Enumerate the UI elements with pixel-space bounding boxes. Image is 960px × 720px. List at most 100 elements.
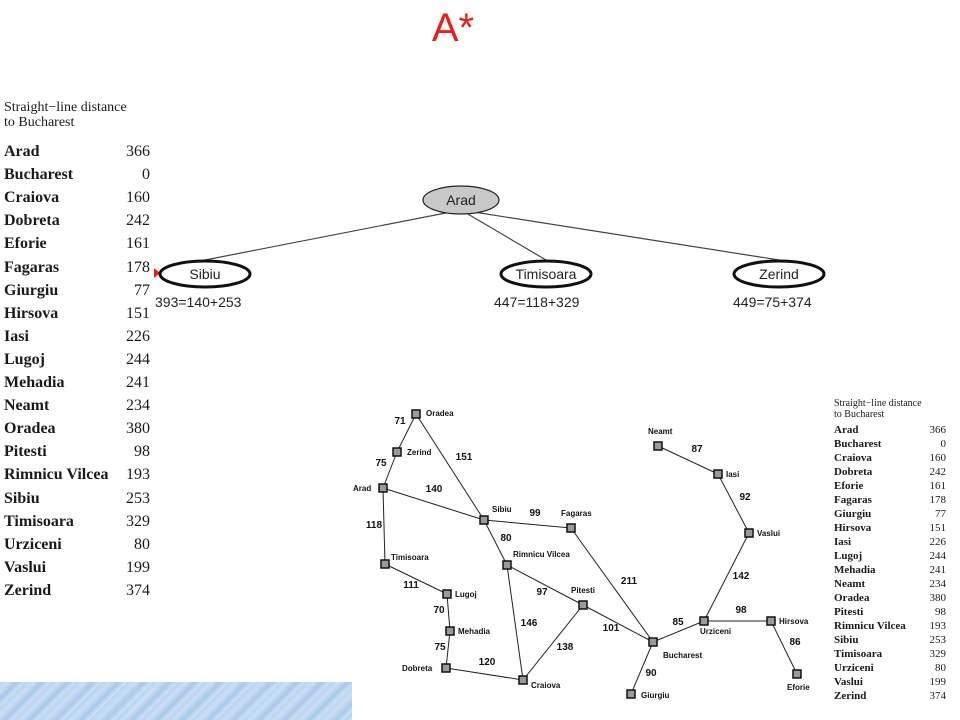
sld-left-city: Mehadia xyxy=(4,374,65,391)
tree-child-fvalue: 449=75+374 xyxy=(733,294,812,310)
sld-left-distance: 241 xyxy=(126,374,150,391)
map-road-distance: 90 xyxy=(645,668,657,679)
sld-right-city: Giurgiu xyxy=(834,508,872,520)
sld-left-distance: 253 xyxy=(126,489,150,507)
sld-right-city: Oradea xyxy=(834,592,870,604)
map-city-label: Rimnicu Vilcea xyxy=(513,550,570,559)
map-road-distance: 87 xyxy=(691,444,703,455)
map-city-node xyxy=(392,447,402,457)
map-road-distance: 101 xyxy=(603,623,620,634)
map-road-distance: 85 xyxy=(672,617,684,628)
sld-table-right: Straight−line distance to Bucharest Arad… xyxy=(834,398,946,704)
map-road xyxy=(717,473,750,534)
sld-left-city: Fagaras xyxy=(4,258,60,276)
sld-left-distance: 77 xyxy=(134,281,150,299)
map-city-label: Hirsova xyxy=(779,617,809,626)
sld-right-city: Pitesti xyxy=(834,606,864,618)
sld-left-distance: 178 xyxy=(126,258,150,276)
sld-left-distance: 380 xyxy=(126,420,150,438)
map-road xyxy=(582,604,654,643)
sld-left-city: Eforie xyxy=(4,235,47,253)
map-city-label: Iasi xyxy=(726,470,739,479)
sld-right-row: Bucharest 0 xyxy=(834,437,946,451)
map-city-node xyxy=(566,523,576,533)
sld-right-distance: 366 xyxy=(929,424,947,436)
sld-left-city: Sibiu xyxy=(4,489,40,507)
sld-right-city: Mehadia xyxy=(834,564,876,576)
sld-left-city: Iasi xyxy=(4,327,29,345)
map-city-node xyxy=(648,637,658,647)
sld-right-city: Urziceni xyxy=(834,662,874,674)
map-city-node xyxy=(441,663,451,673)
map-road-distance: 120 xyxy=(479,657,496,668)
sld-left-row: Lugoj 244 xyxy=(4,348,150,371)
sld-left-distance: 226 xyxy=(126,327,150,345)
map-city-label: Timisoara xyxy=(391,553,429,562)
sld-right-distance: 193 xyxy=(929,620,947,632)
map-road xyxy=(703,532,750,622)
tree-root-node xyxy=(422,185,500,215)
map-road-distance: 140 xyxy=(426,484,443,495)
sld-right-city: Bucharest xyxy=(834,438,882,450)
sld-left-header-line1: Straight−line distance xyxy=(4,100,127,115)
sld-right-distance: 329 xyxy=(929,648,947,660)
search-tree: AradSibiu393=140+253Timisoara447=118+329… xyxy=(155,185,826,310)
sld-right-distance: 161 xyxy=(929,480,947,492)
map-road-distance: 99 xyxy=(529,508,541,519)
map-road-distance: 138 xyxy=(557,642,574,653)
map-city-label: Eforie xyxy=(787,683,810,692)
sld-left-distance: 161 xyxy=(126,235,150,253)
sld-right-distance: 160 xyxy=(929,452,947,464)
map-road xyxy=(415,413,485,521)
map-road-distance: 146 xyxy=(521,618,538,629)
map-city-node xyxy=(380,559,390,569)
map-road-distance: 118 xyxy=(366,520,383,531)
map-road-distance: 71 xyxy=(394,416,406,427)
map-road xyxy=(657,445,719,475)
sld-right-city: Fagaras xyxy=(834,494,872,506)
sld-right-distance: 80 xyxy=(935,662,946,674)
sld-right-distance: 151 xyxy=(929,522,947,534)
map-city-label: Fagaras xyxy=(561,509,592,518)
sld-left-distance: 244 xyxy=(126,350,150,368)
sld-right-city: Lugoj xyxy=(834,550,863,562)
tree-child-fvalue: 447=118+329 xyxy=(494,294,580,310)
sld-left-distance: 329 xyxy=(126,512,150,530)
sld-left-city: Giurgiu xyxy=(4,281,59,299)
sld-right-city: Rimnicu Vilcea xyxy=(834,620,906,632)
map-road xyxy=(396,413,417,453)
map-city-node xyxy=(502,560,512,570)
sld-right-city: Neamt xyxy=(834,578,866,590)
sld-left-city: Oradea xyxy=(4,420,56,438)
sld-right-city: Vaslui xyxy=(834,676,863,688)
tree-child-node xyxy=(732,259,826,289)
sld-right-distance: 0 xyxy=(940,438,947,450)
sld-left-city: Urziceni xyxy=(4,535,62,553)
map-road-distance: 211 xyxy=(621,576,638,587)
sld-left-row: Eforie 161 xyxy=(4,232,150,255)
map-road-distance: 98 xyxy=(735,605,747,616)
map-road-distance: 151 xyxy=(456,452,473,463)
map-city-label: Pitesti xyxy=(571,586,595,595)
sld-left-distance: 0 xyxy=(142,166,150,184)
sld-left-city: Lugoj xyxy=(4,350,45,368)
sld-left-city: Dobreta xyxy=(4,212,60,230)
sld-left-city: Timisoara xyxy=(4,512,74,530)
map-road xyxy=(445,630,451,669)
sld-left-distance: 160 xyxy=(126,189,150,207)
sld-right-row: Rimnicu Vilcea 193 xyxy=(834,619,946,633)
map-road-distance: 92 xyxy=(739,492,751,503)
map-city-label: Bucharest xyxy=(663,651,702,660)
sld-left-header-line2: to Bucharest xyxy=(4,115,75,130)
sld-right-distance: 199 xyxy=(929,676,947,688)
